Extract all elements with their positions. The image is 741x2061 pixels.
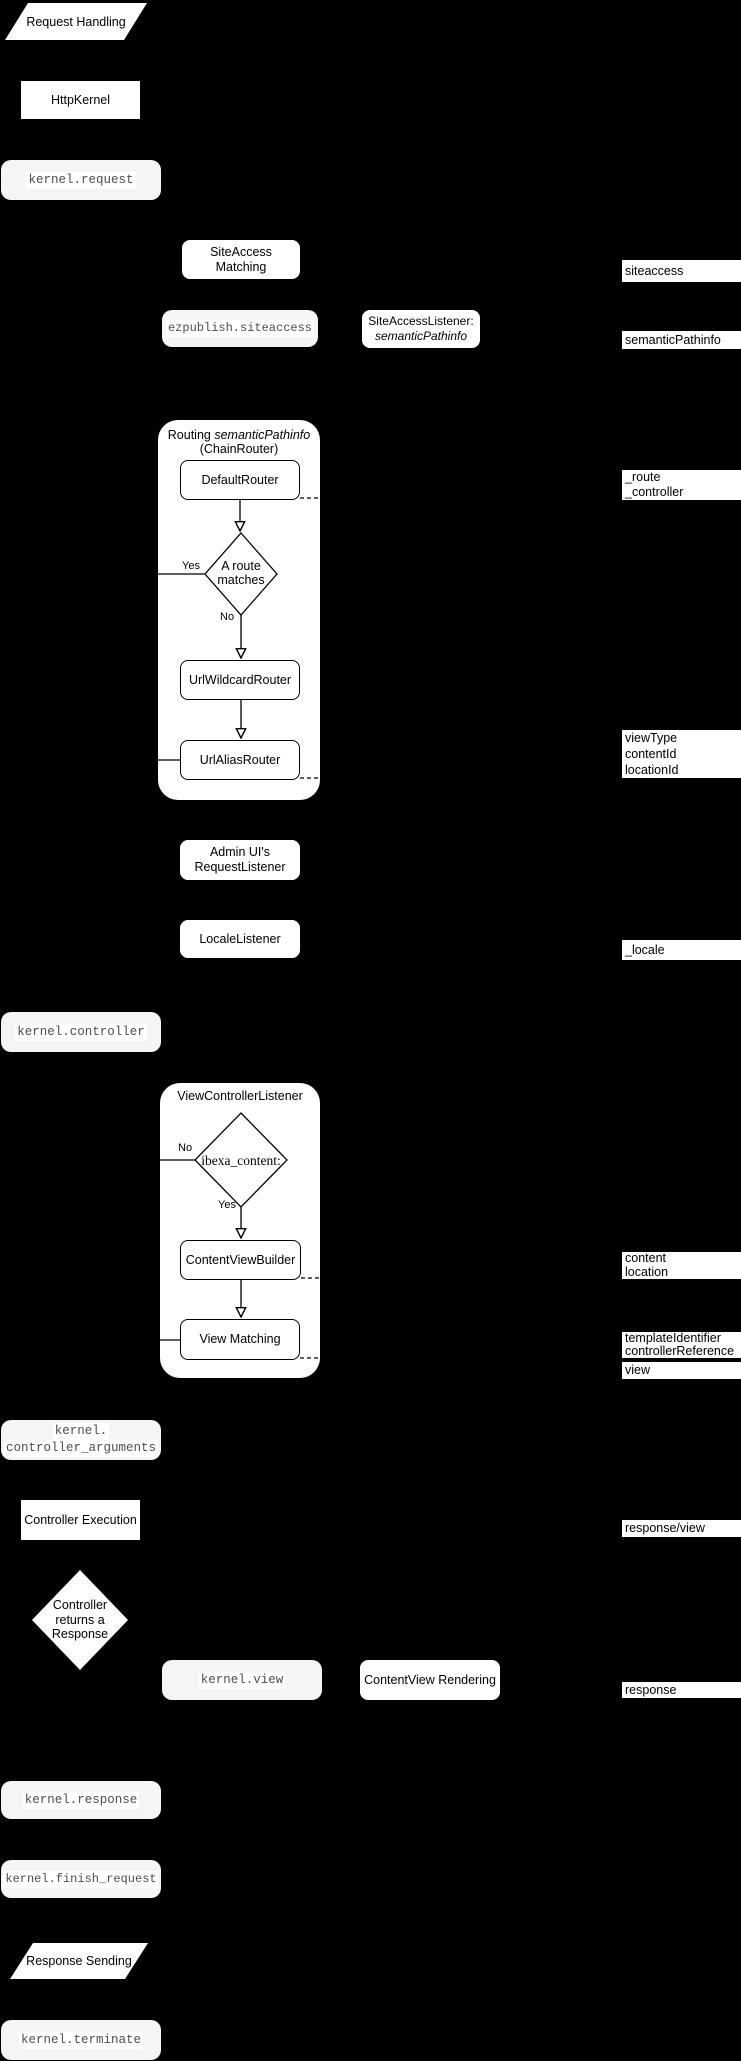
- label-text: _controller: [625, 485, 684, 499]
- decision-line1: A route: [221, 559, 261, 573]
- branch-no-label: No: [220, 611, 235, 623]
- decision-ibexa-content-label: ibexa_content:: [201, 1153, 281, 1168]
- sidebar-label-locale: _locale: [622, 940, 741, 960]
- event-ezpublish-siteaccess: ezpublish.siteaccess: [162, 310, 318, 347]
- sidebar-label-semantic-pathinfo: semanticPathinfo: [622, 331, 741, 349]
- label-text: locationId: [625, 763, 679, 777]
- event-label: ezpublish.siteaccess: [165, 320, 315, 337]
- decision-route-matches-label: A route matches: [205, 559, 277, 587]
- title-italic: semanticPathinfo: [214, 428, 311, 442]
- node-label-line1: Admin UI's: [209, 845, 271, 859]
- sidebar-label-response: response: [622, 1682, 741, 1698]
- label-text: templateIdentifier: [625, 1330, 721, 1345]
- node-label: LocaleListener: [199, 931, 281, 946]
- container-routing-chainrouter: Routing semanticPathinfo (ChainRouter): [158, 420, 320, 800]
- node-label-line2: RequestListener: [194, 860, 286, 874]
- node-http-kernel: HttpKernel: [21, 81, 140, 119]
- event-kernel-request: kernel.request: [1, 160, 161, 200]
- sidebar-label-route-controller: _route _controller: [622, 470, 741, 500]
- title-prefix: Routing: [167, 428, 215, 442]
- label-text: response: [625, 1682, 677, 1697]
- node-label: ContentView Rendering: [364, 1672, 496, 1687]
- label-text: response/view: [625, 1521, 705, 1535]
- node-contentview-rendering: ContentView Rendering: [360, 1660, 500, 1700]
- container-title: Routing semanticPathinfo (ChainRouter): [158, 428, 320, 456]
- node-view-matching: View Matching: [180, 1319, 300, 1360]
- decision-line3: Response: [51, 1627, 109, 1642]
- label-text: viewType: [625, 731, 678, 745]
- event-label: kernel.response: [22, 1791, 140, 1809]
- sidebar-label-response-view: response/view: [622, 1520, 741, 1537]
- label-text: controllerReference: [625, 1344, 735, 1358]
- title-line2: (ChainRouter): [199, 442, 279, 456]
- node-admin-request-listener: Admin UI's RequestListener: [180, 840, 300, 880]
- node-locale-listener: LocaleListener: [180, 920, 300, 958]
- node-label: HttpKernel: [50, 93, 111, 107]
- node-label-line2: semanticPathinfo: [374, 329, 468, 343]
- container-view-controller-listener: ViewControllerListener ibexa_content:: [160, 1083, 320, 1378]
- node-response-sending: Response Sending: [10, 1943, 148, 1979]
- event-kernel-controller-arguments: kernel. controller_arguments: [1, 1420, 161, 1460]
- sidebar-label-template-controller: templateIdentifier controllerReference: [622, 1330, 741, 1358]
- event-kernel-view: kernel.view: [162, 1660, 322, 1700]
- node-siteaccess-listener: SiteAccessListener: semanticPathinfo: [362, 310, 480, 348]
- vcl-connectors: [160, 1112, 320, 1359]
- routing-connectors: [158, 497, 320, 779]
- event-kernel-terminate: kernel.terminate: [1, 2020, 161, 2060]
- sidebar-label-siteaccess: siteaccess: [622, 260, 741, 282]
- node-content-view-builder: ContentViewBuilder: [180, 1240, 301, 1280]
- node-label: DefaultRouter: [201, 472, 279, 487]
- sidebar-label-view: view: [622, 1362, 741, 1379]
- sidebar-label-content-location: content location: [622, 1251, 741, 1279]
- title-line1: ViewControllerListener: [177, 1089, 303, 1103]
- event-kernel-finish-request: kernel.finish_request: [1, 1860, 161, 1898]
- node-url-alias-router: UrlAliasRouter: [180, 740, 300, 780]
- event-label: kernel.finish_request: [3, 1870, 159, 1888]
- node-label: ContentViewBuilder: [185, 1252, 296, 1267]
- label-text: location: [625, 1264, 669, 1279]
- container-title: ViewControllerListener: [160, 1089, 320, 1103]
- event-label: kernel.view: [198, 1671, 286, 1689]
- branch-yes-label: Yes: [182, 560, 200, 572]
- node-label: View Matching: [199, 1332, 281, 1346]
- event-label-line1: kernel.: [52, 1423, 110, 1440]
- node-label: Request Handling: [26, 14, 126, 29]
- node-label: Response Sending: [26, 1954, 132, 1968]
- decision-controller-returns-response: Controller returns a Response: [32, 1570, 128, 1670]
- label-text: view: [625, 1363, 651, 1377]
- node-label: SiteAccess Matching: [210, 244, 272, 274]
- label-text: contentId: [625, 747, 677, 761]
- node-label: Controller Execution: [24, 1513, 137, 1527]
- event-label-line2: controller_arguments: [3, 1440, 159, 1457]
- decision-line2: matches: [217, 573, 265, 587]
- node-default-router: DefaultRouter: [180, 460, 300, 500]
- label-text: content: [625, 1251, 667, 1265]
- label-text: _route: [625, 470, 661, 484]
- node-url-wildcard-router: UrlWildcardRouter: [180, 660, 300, 700]
- label-text: _locale: [625, 942, 665, 957]
- decision-line2: returns a: [55, 1612, 105, 1627]
- node-controller-execution: Controller Execution: [21, 1500, 140, 1540]
- label-text: semanticPathinfo: [625, 332, 721, 347]
- node-request-handling: Request Handling: [5, 3, 147, 40]
- node-siteaccess-matching: SiteAccess Matching: [182, 240, 300, 279]
- event-label: kernel.terminate: [18, 2031, 144, 2049]
- node-label: UrlAliasRouter: [199, 752, 281, 767]
- label-text: siteaccess: [625, 263, 684, 278]
- event-label: kernel.request: [26, 171, 136, 189]
- decision-line1: Controller: [52, 1598, 108, 1613]
- branch-yes-label: Yes: [218, 1199, 236, 1211]
- event-label: kernel.controller: [15, 1023, 147, 1041]
- event-kernel-response: kernel.response: [1, 1781, 161, 1819]
- node-label-line1: SiteAccessListener:: [368, 314, 474, 328]
- branch-no-label: No: [178, 1142, 193, 1154]
- sidebar-label-view-params: viewType contentId locationId: [622, 730, 741, 778]
- event-kernel-controller: kernel.controller: [1, 1012, 161, 1052]
- node-label: UrlWildcardRouter: [188, 672, 292, 687]
